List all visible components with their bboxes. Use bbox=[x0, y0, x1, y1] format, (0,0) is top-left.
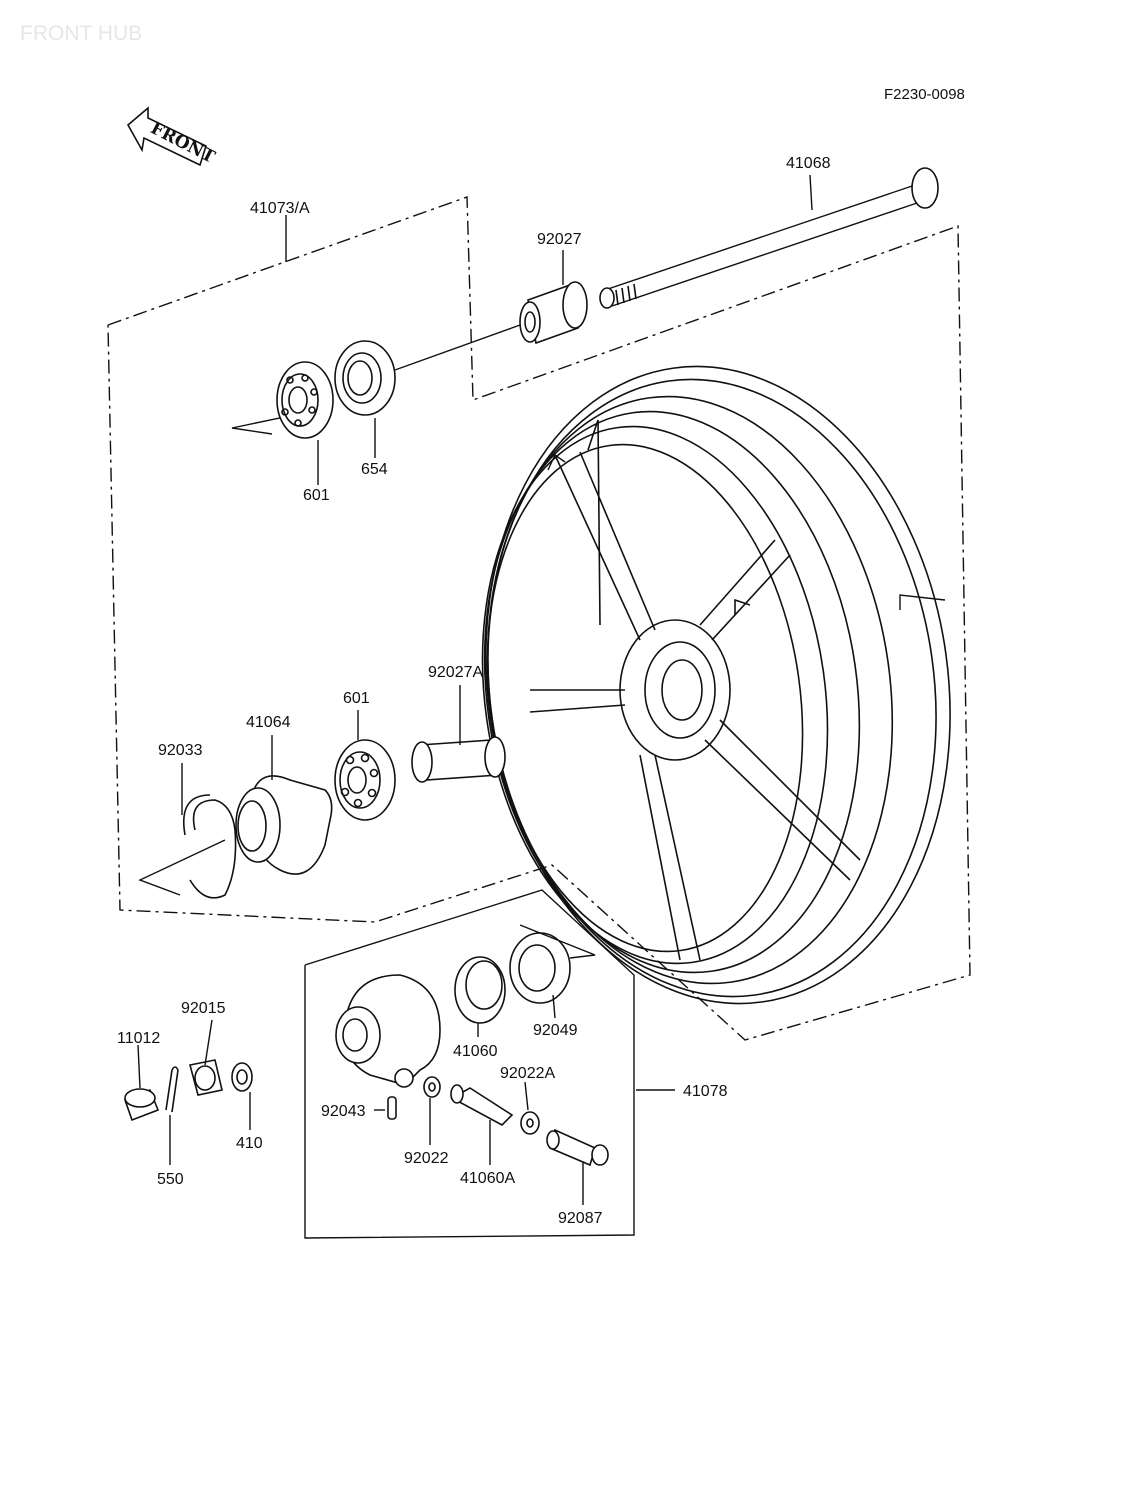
label-92033: 92033 bbox=[158, 742, 203, 759]
bearing-601-top bbox=[276, 361, 334, 439]
distance-collar-92027A bbox=[411, 736, 506, 783]
circlip-92033 bbox=[183, 794, 237, 899]
label-92015: 92015 bbox=[181, 1000, 226, 1017]
diagram-code: F2230-0098 bbox=[884, 86, 965, 103]
label-92049: 92049 bbox=[533, 1022, 578, 1039]
front-axle bbox=[599, 167, 939, 309]
label-92027: 92027 bbox=[537, 231, 582, 248]
label-41078: 41078 bbox=[683, 1083, 728, 1100]
front-arrow-icon: FRONT bbox=[126, 106, 218, 168]
cotter-pin-550 bbox=[165, 1066, 179, 1113]
cap-11012 bbox=[123, 1088, 160, 1122]
label-92027A: 92027A bbox=[428, 664, 483, 681]
label-550: 550 bbox=[157, 1171, 184, 1188]
pinion-41060A bbox=[450, 1084, 514, 1126]
retainer-41064 bbox=[235, 775, 333, 875]
hub-assembly-outline bbox=[107, 196, 971, 1041]
diagram-title: FRONT HUB bbox=[20, 22, 142, 45]
washer-92022 bbox=[423, 1076, 441, 1098]
meter-gear-housing bbox=[335, 974, 441, 1088]
label-41060A: 41060A bbox=[460, 1170, 515, 1187]
label-92022: 92022 bbox=[404, 1150, 449, 1167]
label-92087: 92087 bbox=[558, 1210, 603, 1227]
label-92022A: 92022A bbox=[500, 1065, 555, 1082]
label-41073A: 41073/A bbox=[250, 200, 310, 217]
label-410: 410 bbox=[236, 1135, 263, 1152]
leader-lines bbox=[137, 174, 813, 1205]
collar-92027 bbox=[519, 281, 588, 345]
nut-92015 bbox=[189, 1059, 223, 1096]
bearing-601-mid bbox=[334, 739, 396, 821]
meter-gear-41060 bbox=[454, 956, 506, 1024]
pin-92043 bbox=[387, 1096, 397, 1120]
front-wheel bbox=[481, 365, 951, 1005]
label-654: 654 bbox=[361, 461, 388, 478]
label-601-mid: 601 bbox=[343, 690, 370, 707]
oil-seal-654 bbox=[334, 340, 396, 416]
label-92043: 92043 bbox=[321, 1103, 366, 1120]
meter-assembly-outline bbox=[304, 889, 635, 1239]
label-41060: 41060 bbox=[453, 1043, 498, 1060]
bushing-92087 bbox=[546, 1128, 609, 1167]
label-11012: 11012 bbox=[117, 1030, 160, 1047]
washer-92022A bbox=[520, 1111, 540, 1135]
label-41068: 41068 bbox=[786, 155, 831, 172]
oil-seal-92049 bbox=[509, 932, 571, 1004]
label-601-top: 601 bbox=[303, 487, 330, 504]
washer-410 bbox=[231, 1062, 253, 1092]
label-41064: 41064 bbox=[246, 714, 291, 731]
